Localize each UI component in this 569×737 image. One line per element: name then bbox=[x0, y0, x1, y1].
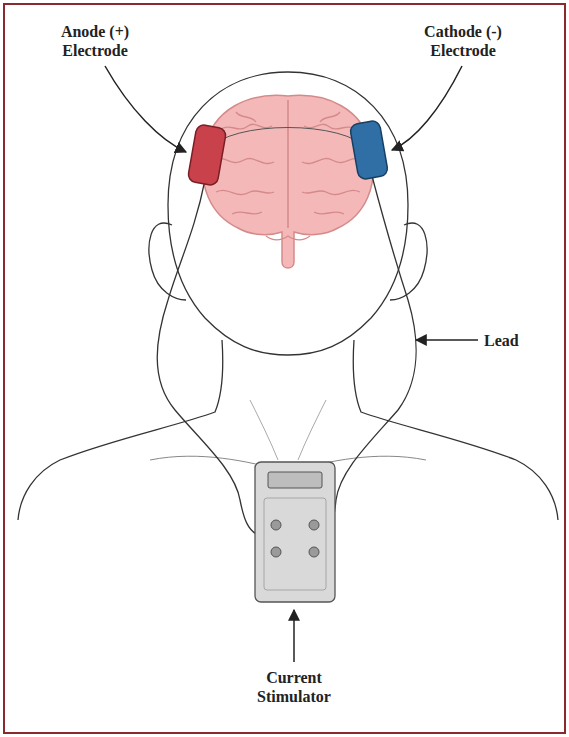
anode-leader bbox=[105, 66, 186, 152]
cathode-label: Cathode (-) Electrode bbox=[407, 22, 519, 60]
stimulator-leader bbox=[293, 610, 295, 662]
cathode-electrode bbox=[349, 120, 388, 180]
head-outline bbox=[168, 72, 408, 355]
lead-leader bbox=[416, 339, 478, 341]
cathode-leader bbox=[392, 66, 462, 150]
anode-electrode bbox=[187, 124, 227, 186]
current-stimulator bbox=[255, 462, 335, 602]
head-strap bbox=[208, 128, 368, 151]
neck-right bbox=[353, 340, 558, 520]
stimulator-label: Current Stimulator bbox=[239, 668, 349, 706]
lead-wire-left bbox=[157, 180, 258, 535]
neck-line bbox=[250, 400, 326, 460]
brain bbox=[202, 95, 373, 268]
anode-label: Anode (+) Electrode bbox=[39, 22, 151, 60]
lead-label: Lead bbox=[484, 331, 554, 350]
